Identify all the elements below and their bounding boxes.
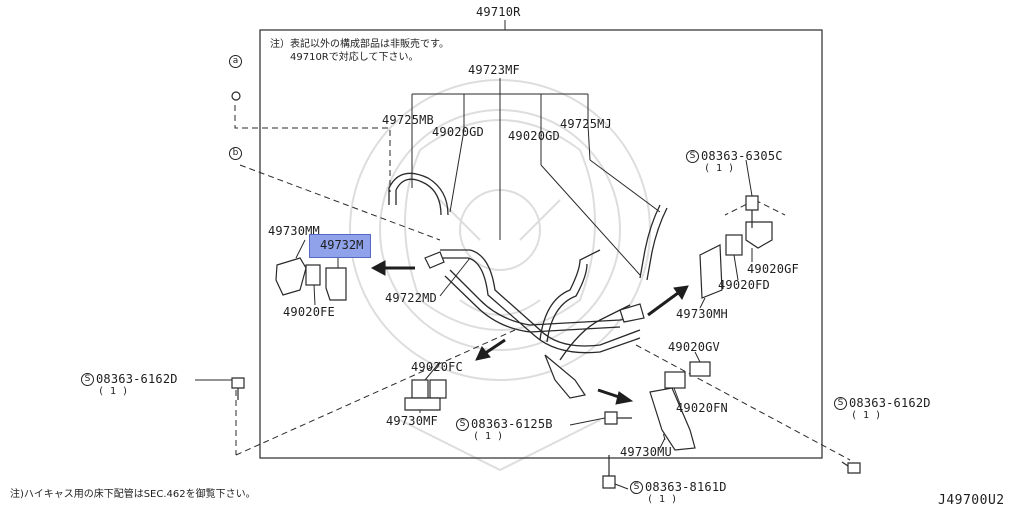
tube-leaders bbox=[411, 78, 661, 276]
mount-bracket bbox=[544, 354, 586, 399]
direction-arrows bbox=[370, 260, 689, 405]
box-note-line1: 注）表記以外の構成部品は非販売です。 bbox=[270, 39, 449, 50]
clamp-fe-clip bbox=[325, 267, 347, 301]
highlighted-part[interactable]: 49732M bbox=[309, 234, 371, 258]
components bbox=[231, 91, 773, 451]
bolt-6125b-qty: ( 1 ) bbox=[473, 431, 504, 442]
bolt-6162d-left-symbol: S bbox=[81, 373, 94, 386]
clamp-fn-shape bbox=[664, 371, 686, 389]
bolt-6162d-right-code: 08363-6162D bbox=[849, 396, 931, 410]
bracket-mm-shape bbox=[275, 257, 307, 296]
highlighted-part-label: 49732M bbox=[320, 238, 364, 252]
tube-clip-right bbox=[619, 303, 645, 323]
clamp-fc-shape-b bbox=[429, 379, 447, 399]
label-clamp-gv: 49020GV bbox=[668, 340, 720, 354]
bolt-symbols bbox=[231, 195, 861, 489]
bolt-6162d-right-qty: ( 1 ) bbox=[851, 410, 882, 421]
bolt-a-head bbox=[231, 91, 241, 101]
clamp-fe-shape bbox=[305, 264, 321, 286]
bracket-mh-shape bbox=[699, 244, 723, 299]
diagram-code: J49700U2 bbox=[938, 493, 1005, 508]
label-clamp-fn: 49020FN bbox=[676, 401, 728, 415]
clamp-gv-shape bbox=[689, 361, 711, 377]
label-leaders bbox=[195, 159, 753, 490]
bolt-6305c-qty: ( 1 ) bbox=[704, 163, 735, 174]
label-clamp-fd: 49020FD bbox=[718, 278, 770, 292]
marker-b: b bbox=[229, 147, 242, 160]
label-bracket-mf: 49730MF bbox=[386, 414, 438, 428]
dashed-leaders bbox=[234, 105, 851, 461]
bolt-6125b-symbol: S bbox=[456, 418, 469, 431]
tube-clip-left bbox=[424, 251, 445, 269]
clamp-gf-shape bbox=[745, 221, 773, 249]
bolt-8161d-code: 08363-8161D bbox=[645, 480, 727, 494]
clamp-fc-shape-a bbox=[411, 379, 429, 399]
label-clip-gd-right: 49020GD bbox=[508, 129, 560, 143]
bolt-6305c-symbol: S bbox=[686, 150, 699, 163]
marker-a: a bbox=[229, 55, 242, 68]
clamp-fd-shape bbox=[725, 234, 743, 256]
label-clamp-gf: 49020GF bbox=[747, 262, 799, 276]
bolt-6162d-left-qty: ( 1 ) bbox=[98, 386, 129, 397]
label-tube-mb: 49725MB bbox=[382, 113, 434, 127]
footer-note: 注)ハイキャス用の床下配管はSEC.462を御覧下さい。 bbox=[10, 489, 256, 500]
bracket-mf-shape bbox=[404, 397, 441, 411]
assembly-frame bbox=[259, 29, 823, 459]
label-tube-mj: 49725MJ bbox=[560, 117, 612, 131]
label-assembly: 49710R bbox=[476, 5, 521, 19]
label-main-tube: 49723MF bbox=[468, 63, 520, 77]
bolt-6162d-right-symbol: S bbox=[834, 397, 847, 410]
bracket-mu-shape bbox=[649, 387, 696, 451]
label-clip-gd-left: 49020GD bbox=[432, 125, 484, 139]
label-bracket-mh: 49730MH bbox=[676, 307, 728, 321]
bolt-6162d-left-code: 08363-6162D bbox=[96, 372, 178, 386]
label-clamp-fe: 49020FE bbox=[283, 305, 335, 319]
bolt-6125b-code: 08363-6125B bbox=[471, 417, 553, 431]
bolt-8161d-qty: ( 1 ) bbox=[647, 494, 678, 505]
label-bracket-mu: 49730MU bbox=[620, 445, 672, 459]
label-tube-md: 49722MD bbox=[385, 291, 437, 305]
bolt-8161d-symbol: S bbox=[630, 481, 643, 494]
box-note-line2: 49710Rで対応して下さい。 bbox=[290, 52, 419, 63]
bolt-6305c-code: 08363-6305C bbox=[701, 149, 783, 163]
label-clamp-fc: 49020FC bbox=[411, 360, 463, 374]
label-bracket-mm: 49730MM bbox=[268, 224, 320, 238]
